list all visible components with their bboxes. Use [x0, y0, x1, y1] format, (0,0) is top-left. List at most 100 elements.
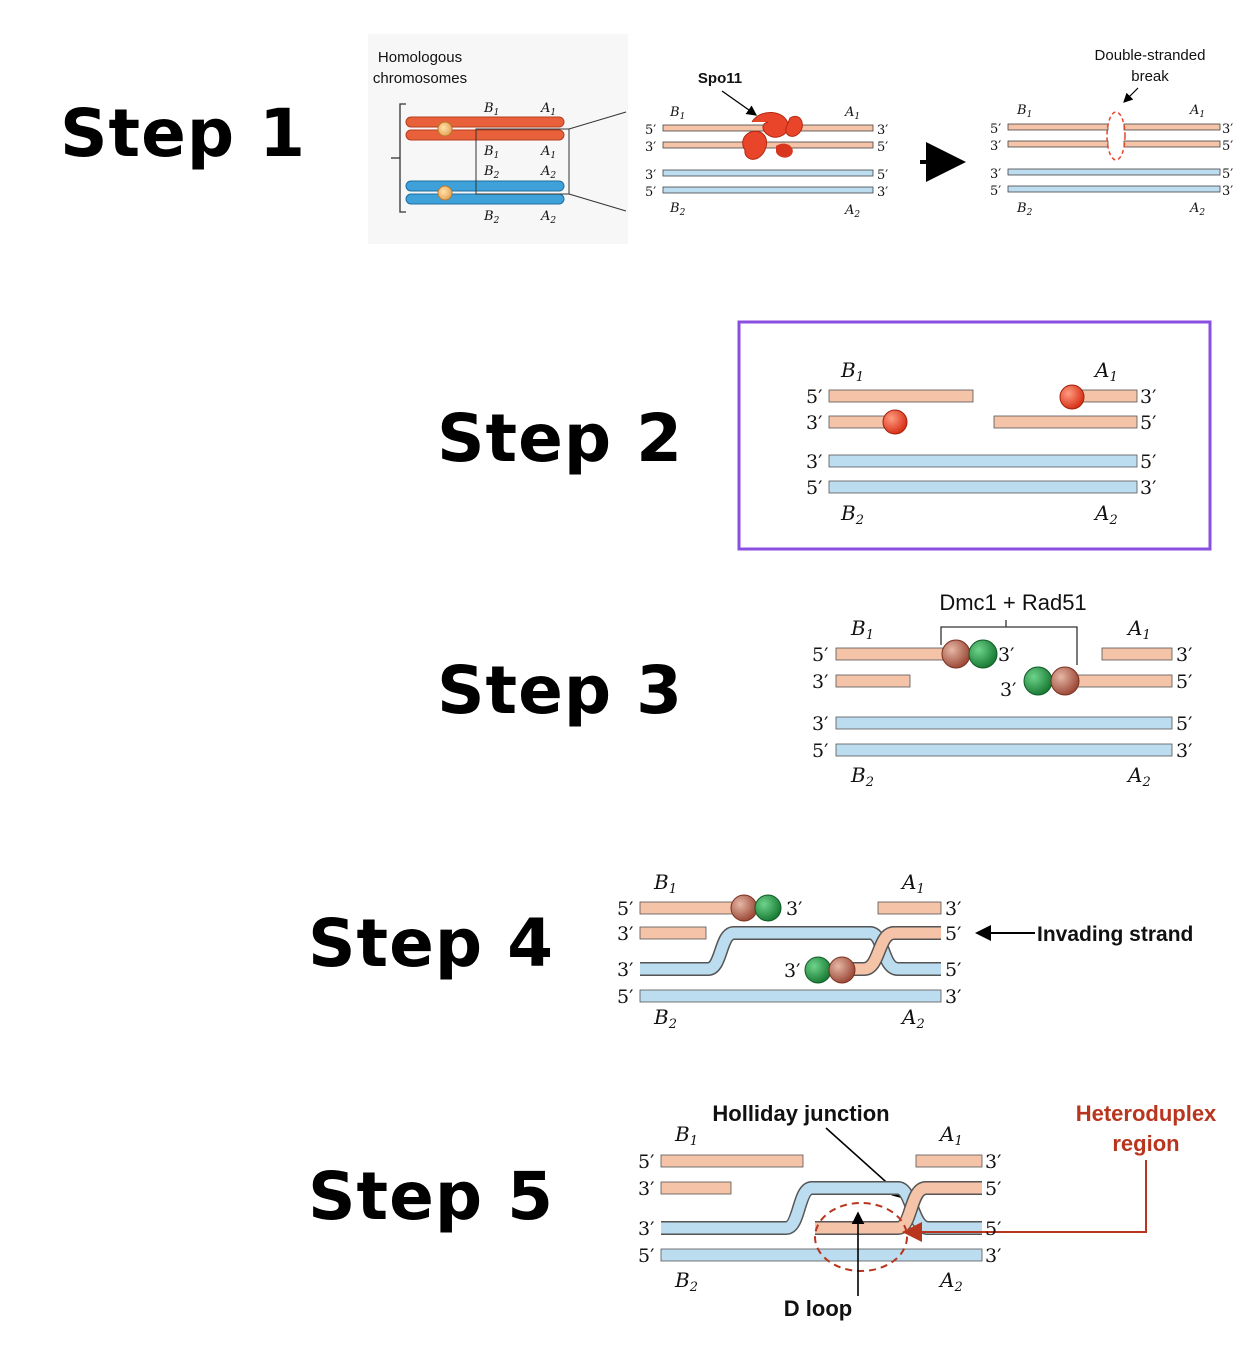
svg-text:B1: B1: [674, 1122, 698, 1149]
svg-text:5′: 5′: [1222, 167, 1233, 182]
svg-text:B2: B2: [1016, 201, 1033, 218]
svg-text:3′: 3′: [990, 167, 1001, 182]
protected-end-bead-right: [1059, 384, 1085, 410]
svg-text:3′: 3′: [812, 671, 828, 693]
homologous-label-line1: Homologous: [378, 49, 462, 66]
invading-strand-label: Invading strand: [1037, 923, 1193, 946]
svg-text:5′: 5′: [645, 123, 656, 138]
rad51-bead-right: [1050, 666, 1080, 696]
heteroduplex-label-line1: Heteroduplex: [1076, 1101, 1217, 1126]
heteroduplex-pointer: [902, 1160, 1147, 1242]
svg-text:3′: 3′: [645, 140, 656, 155]
svg-text:5′: 5′: [638, 1151, 654, 1173]
svg-text:A2: A2: [900, 1005, 925, 1032]
svg-text:B1: B1: [1016, 103, 1032, 120]
svg-text:3′: 3′: [806, 412, 822, 434]
svg-text:B2: B2: [850, 763, 874, 790]
spo11-label: Spo11: [698, 70, 742, 87]
svg-text:3′: 3′: [812, 713, 828, 735]
blue-chromosome: [405, 180, 565, 205]
zoom-box: [475, 128, 570, 195]
svg-text:B1: B1: [669, 105, 685, 122]
svg-text:3′: 3′: [806, 451, 822, 473]
svg-text:5′: 5′: [945, 923, 961, 945]
svg-text:B2: B2: [653, 1005, 677, 1032]
step-5-figure: Holliday junction B1 A1 D loop Heterodup…: [638, 1101, 1217, 1321]
svg-text:5′: 5′: [645, 185, 656, 200]
svg-text:3′: 3′: [1222, 122, 1233, 137]
svg-text:5′: 5′: [617, 898, 633, 920]
step-4-title: Step 4: [308, 905, 554, 982]
svg-text:3′: 3′: [638, 1178, 654, 1200]
svg-text:3′: 3′: [638, 1218, 654, 1240]
step-3-figure: Dmc1 + Rad51 B1 A1 3′ 3′ 5′ 3′ 3′ 5′ 3′ …: [812, 590, 1192, 790]
svg-text:5′: 5′: [806, 386, 822, 408]
svg-text:5′: 5′: [812, 740, 828, 762]
svg-text:5′: 5′: [638, 1245, 654, 1267]
svg-text:3′: 3′: [645, 168, 656, 183]
step-4-figure: B1 A1 3′ 3′ 5′ 3′ 3′ 5′ 3′ 5′ 5′ 3′ Inva…: [617, 870, 1193, 1032]
svg-text:3′: 3′: [877, 123, 888, 138]
svg-text:A2: A2: [844, 203, 860, 220]
svg-text:3′: 3′: [990, 139, 1001, 154]
svg-text:A1: A1: [1189, 103, 1205, 120]
svg-text:3′: 3′: [998, 644, 1014, 666]
centromere-red: [437, 121, 453, 137]
svg-text:B1: B1: [850, 616, 874, 643]
svg-text:3′: 3′: [945, 986, 961, 1008]
step-2-title: Step 2: [437, 400, 683, 477]
svg-text:3′: 3′: [617, 923, 633, 945]
svg-text:5′: 5′: [990, 184, 1001, 199]
svg-text:3′: 3′: [945, 898, 961, 920]
rad51-bead-left: [941, 639, 971, 669]
red-chromosome: [405, 116, 565, 141]
svg-text:5′: 5′: [985, 1178, 1001, 1200]
step-2-figure: B1 A1 5′ 3′ 3′ 5′ 3′ 5′ 5′ 3′ B2 A2: [737, 320, 1212, 551]
svg-text:5′: 5′: [1222, 139, 1233, 154]
step-2-highlight-box: [737, 320, 1212, 551]
svg-text:3′: 3′: [985, 1245, 1001, 1267]
dmc1-rad51-label: Dmc1 + Rad51: [939, 590, 1086, 615]
svg-text:A1: A1: [1126, 616, 1151, 643]
svg-text:B1: B1: [653, 870, 677, 897]
svg-text:3′: 3′: [1176, 740, 1192, 762]
svg-text:A2: A2: [1189, 201, 1205, 218]
step-1-title: Step 1: [60, 95, 306, 172]
svg-text:3′: 3′: [985, 1151, 1001, 1173]
svg-text:5′: 5′: [806, 477, 822, 499]
svg-text:5′: 5′: [945, 959, 961, 981]
step-3-title: Step 3: [437, 652, 683, 729]
svg-text:A1: A1: [900, 870, 925, 897]
svg-text:5′: 5′: [1176, 671, 1192, 693]
svg-text:3′: 3′: [1140, 477, 1156, 499]
svg-text:3′: 3′: [1140, 386, 1156, 408]
svg-text:3′: 3′: [786, 898, 802, 920]
centromere-blue: [437, 185, 453, 201]
svg-text:3′: 3′: [617, 959, 633, 981]
svg-text:5′: 5′: [1176, 713, 1192, 735]
spo11-protein: [742, 112, 803, 160]
svg-text:5′: 5′: [877, 140, 888, 155]
break-marker: [1106, 111, 1126, 161]
svg-text:A1: A1: [938, 1122, 963, 1149]
protected-end-bead-left: [882, 409, 908, 435]
svg-text:3′: 3′: [877, 185, 888, 200]
break-label-line1: Double-stranded: [1095, 47, 1206, 64]
step-1-figure: Homologous chromosomes B1 A1 B1 A1 B2 A2…: [368, 34, 1233, 244]
holliday-junction-label: Holliday junction: [712, 1101, 889, 1126]
svg-text:3′: 3′: [1222, 184, 1233, 199]
svg-text:5′: 5′: [1140, 451, 1156, 473]
svg-text:5′: 5′: [877, 168, 888, 183]
svg-text:3′: 3′: [784, 960, 800, 982]
svg-text:3′: 3′: [1000, 679, 1016, 701]
svg-text:3′: 3′: [1176, 644, 1192, 666]
d-loop-label: D loop: [784, 1296, 852, 1321]
svg-text:A2: A2: [1126, 763, 1151, 790]
dmc1-bead-right: [1023, 666, 1053, 696]
heteroduplex-label-line2: region: [1112, 1131, 1179, 1156]
homologous-label-line2: chromosomes: [373, 70, 467, 87]
svg-text:A1: A1: [844, 105, 860, 122]
step-5-title: Step 5: [308, 1158, 554, 1235]
svg-text:5′: 5′: [985, 1218, 1001, 1240]
